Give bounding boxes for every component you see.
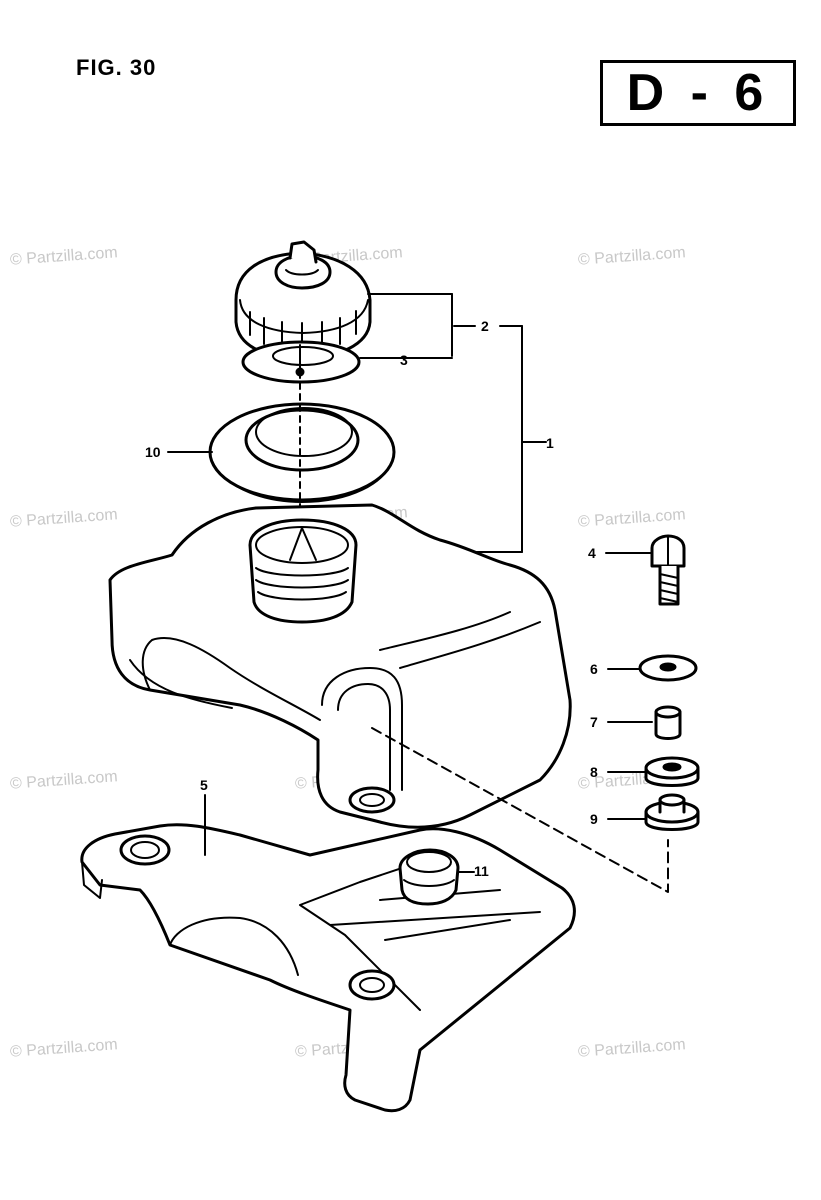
washer bbox=[638, 654, 698, 682]
callout-4: 4 bbox=[588, 545, 596, 561]
leader-lines bbox=[167, 293, 653, 873]
bolt bbox=[650, 534, 686, 606]
filler-ring bbox=[208, 402, 396, 503]
callout-11: 11 bbox=[474, 863, 489, 879]
mount-cushion bbox=[644, 793, 700, 831]
figure-label: FIG. 30 bbox=[76, 55, 157, 80]
figure-code-box: D - 6 bbox=[600, 60, 796, 126]
tank-bracket bbox=[80, 823, 576, 1113]
callout-8: 8 bbox=[590, 764, 598, 780]
callout-7: 7 bbox=[590, 714, 598, 730]
callout-2: 2 bbox=[481, 318, 489, 334]
callout-6: 6 bbox=[590, 661, 598, 677]
callout-3: 3 bbox=[400, 352, 408, 368]
collar bbox=[654, 705, 682, 740]
callout-10: 10 bbox=[145, 444, 161, 460]
cap-gasket bbox=[241, 340, 361, 384]
callout-9: 9 bbox=[590, 811, 598, 827]
fuel-cap bbox=[234, 240, 372, 360]
callout-1: 1 bbox=[546, 435, 554, 451]
mounting-guide-line bbox=[371, 727, 669, 893]
cushion bbox=[644, 756, 700, 787]
fuel-tank bbox=[108, 503, 572, 829]
callout-5: 5 bbox=[200, 777, 208, 793]
